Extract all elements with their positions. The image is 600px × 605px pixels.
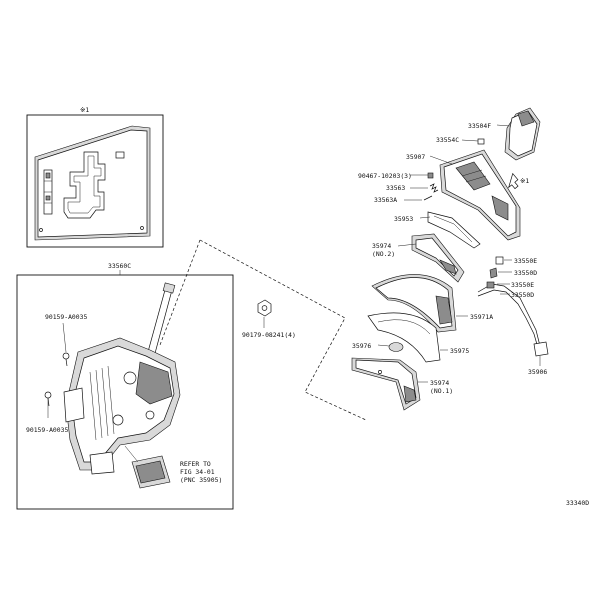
bolt-upper bbox=[62, 322, 70, 367]
callout-90467: 90467-10203(3) bbox=[358, 172, 412, 180]
inset-frame bbox=[26, 114, 164, 248]
callout-35976: 35976 bbox=[352, 342, 371, 350]
callout-35906: 35906 bbox=[528, 368, 547, 376]
bulb-33550E: 33550E bbox=[495, 256, 537, 265]
inset-button bbox=[115, 151, 125, 159]
console-plate-35907: 35907 bbox=[406, 149, 521, 241]
nut-90179: 90179-08241(4) bbox=[242, 299, 296, 339]
callout-35907: 35907 bbox=[406, 153, 425, 161]
inset-label: ※1 bbox=[80, 106, 89, 114]
view-arrow: ※1 bbox=[508, 172, 529, 190]
callout-90159a: 90159-A0035 bbox=[45, 313, 87, 321]
callout-90179: 90179-08241(4) bbox=[242, 331, 296, 339]
callout-35974b-note: (NO.1) bbox=[430, 387, 453, 395]
callout-33554C: 33554C bbox=[436, 136, 459, 144]
detent-housing bbox=[135, 361, 173, 405]
callout-33563A: 33563A bbox=[374, 196, 397, 204]
view-arrow-label: ※1 bbox=[520, 177, 529, 185]
shift-gate-inner bbox=[67, 155, 102, 214]
callout-33550D: 33550D bbox=[514, 269, 537, 277]
shift-knob: 33504F bbox=[468, 107, 541, 161]
callout-35953: 35953 bbox=[394, 215, 413, 223]
refer-note-line1: REFER TO bbox=[180, 460, 211, 468]
assembly-leader-2 bbox=[159, 239, 201, 346]
wire-harness-35906: 33550E 33550D 35906 bbox=[477, 281, 549, 376]
light-35976: 35976 bbox=[352, 342, 404, 352]
callout-35975: 35975 bbox=[450, 347, 469, 355]
assembly-frame bbox=[16, 274, 234, 510]
figure-id: 33340D bbox=[566, 499, 589, 507]
slider-35974-no2: 35974 (NO.2) bbox=[372, 233, 465, 283]
callout-35974b: 35974 bbox=[430, 379, 449, 387]
refer-note-line2: FIG 34-01 bbox=[180, 468, 215, 476]
callout-35974a-note: (NO.2) bbox=[372, 250, 395, 258]
cover-35953: 35953 bbox=[394, 211, 481, 249]
callout-33550D2: 33550D bbox=[511, 291, 534, 299]
bolt-lower bbox=[44, 391, 52, 418]
plate-35975: 35975 bbox=[367, 312, 469, 363]
callout-33504F: 33504F bbox=[468, 122, 491, 130]
mounting-tab bbox=[63, 387, 85, 423]
pin-33563A: 33563A bbox=[374, 195, 433, 204]
callout-90159b: 90159-A0035 bbox=[26, 426, 68, 434]
panel-35971A: 35971A bbox=[371, 274, 493, 333]
callout-33550E: 33550E bbox=[514, 257, 537, 265]
assembly-label: 33560C bbox=[108, 262, 131, 270]
callout-35971A: 35971A bbox=[470, 313, 493, 321]
screws-90467: 90467-10203(3) bbox=[358, 172, 434, 180]
spring-33563: 33563 bbox=[386, 183, 439, 193]
bulb-33550D: 33550D bbox=[489, 267, 537, 279]
callout-33550E2: 33550E bbox=[511, 281, 534, 289]
assembly-leader bbox=[199, 239, 367, 421]
callout-35974a: 35974 bbox=[372, 242, 391, 250]
inset-panel: ※1 bbox=[26, 106, 164, 248]
assembly-panel: 33560C 901 bbox=[16, 262, 234, 510]
shift-gate bbox=[63, 151, 106, 219]
clip-33554C: 33554C bbox=[436, 136, 485, 145]
slider-35974-no1: 35974 (NO.1) bbox=[351, 357, 453, 411]
pivot-boss bbox=[123, 371, 137, 385]
callout-33563: 33563 bbox=[386, 184, 405, 192]
refer-note-line3: (PNC 35905) bbox=[180, 476, 222, 484]
shift-plate-face bbox=[37, 129, 148, 238]
